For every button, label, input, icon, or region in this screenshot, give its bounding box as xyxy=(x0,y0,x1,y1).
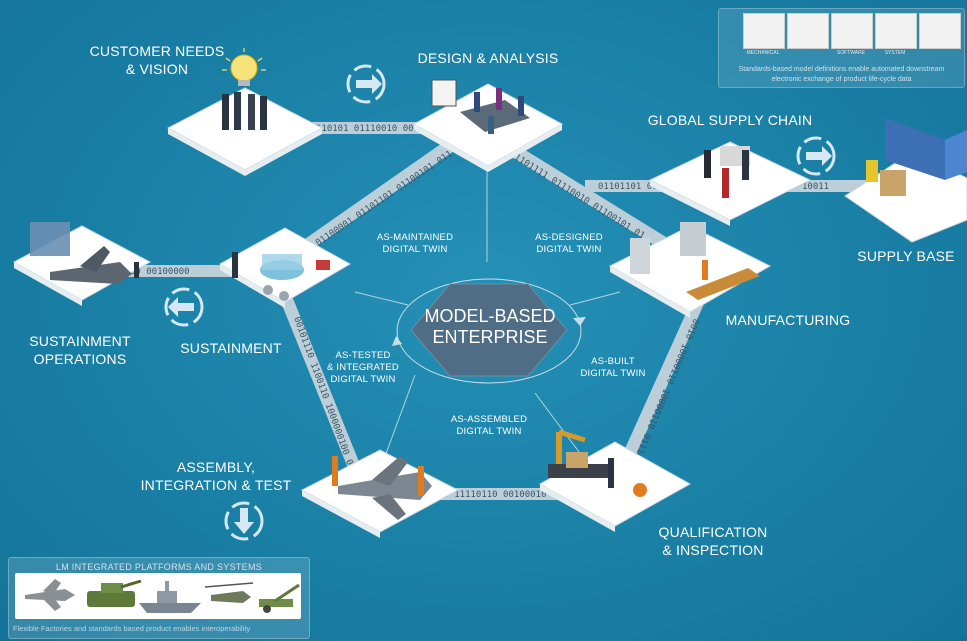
caption-software: SOFTWARE xyxy=(836,50,866,56)
twin-tested-line3: DIGITAL TWIN xyxy=(330,374,396,385)
design-scene xyxy=(431,79,530,134)
caption-mechanical: MECHANICAL xyxy=(746,50,780,56)
model-definitions-text: Standards-based model definitions enable… xyxy=(721,65,962,85)
platform-qualification xyxy=(538,441,692,527)
hub-label: MODEL-BASED ENTERPRISE xyxy=(410,306,570,348)
binary-sustain: 00 00100000 xyxy=(130,267,190,277)
platform-customer xyxy=(166,87,324,171)
binary-bottom: 10 11110110 00100010 xyxy=(438,490,546,500)
caption-system: SYSTEM xyxy=(884,50,906,56)
label-global-supply-chain: GLOBAL SUPPLY CHAIN xyxy=(647,112,813,128)
binary-supply-base: 10011 xyxy=(802,182,829,192)
tank-icon xyxy=(87,591,135,607)
cycle-icon-supply xyxy=(796,136,836,176)
label-sustainment-operations: SUSTAINMENT OPERATIONS xyxy=(20,332,140,368)
jet-icon xyxy=(50,262,132,284)
label-sustainment-ops-line1: SUSTAINMENT xyxy=(29,333,131,349)
cycle-icon-assembly xyxy=(224,501,264,541)
label-manufacturing: MANUFACTURING xyxy=(725,312,851,328)
jet-icon xyxy=(338,472,432,500)
twin-maintained-line2: DIGITAL TWIN xyxy=(382,244,448,255)
assembly-scene xyxy=(332,456,432,520)
twin-built-line1: AS-BUILT xyxy=(591,356,635,367)
band-left-lower xyxy=(280,296,368,488)
band-left-upper xyxy=(292,132,470,254)
hub-label-line1: MODEL-BASED xyxy=(424,306,556,326)
twin-as-built: AS-BUILT DIGITAL TWIN xyxy=(568,356,658,380)
binary-top: 110101 01110010 0010 xyxy=(316,124,424,134)
label-customer-line2: & VISION xyxy=(125,61,189,77)
cycle-icon-top xyxy=(346,64,386,104)
model-definitions-line2: electronic exchange of product life-cycl… xyxy=(771,76,912,83)
label-qualification-line1: QUALIFICATION xyxy=(658,524,768,540)
model-definitions-line1: Standards-based model definitions enable… xyxy=(738,66,945,73)
qualification-scene xyxy=(548,429,647,497)
label-assembly-line1: ASSEMBLY, xyxy=(176,459,256,475)
binary-supply: 01101101 00 xyxy=(598,182,658,192)
band-right-upper xyxy=(484,132,700,266)
label-sustainment-ops-line2: OPERATIONS xyxy=(33,351,127,367)
label-sustainment: SUSTAINMENT xyxy=(180,340,282,356)
label-assembly-line2: INTEGRATION & TEST xyxy=(140,477,292,493)
band-sustain xyxy=(110,265,250,277)
twin-designed-line2: DIGITAL TWIN xyxy=(536,244,602,255)
twin-built-line2: DIGITAL TWIN xyxy=(580,368,646,379)
twin-as-designed: AS-DESIGNED DIGITAL TWIN xyxy=(524,232,614,256)
sustainment-scene xyxy=(232,252,330,301)
manufacturing-scene xyxy=(630,222,760,300)
label-qualification-line2: & INSPECTION xyxy=(662,542,764,558)
supply-scene xyxy=(704,146,750,198)
twin-as-tested: AS-TESTED & INTEGRATED DIGITAL TWIN xyxy=(318,350,408,386)
label-assembly: ASSEMBLY, INTEGRATION & TEST xyxy=(136,458,296,494)
binary-left-lower: 00101110 1100110 1000000100 0 xyxy=(291,316,354,467)
twin-as-assembled: AS-ASSEMBLED DIGITAL TWIN xyxy=(444,414,534,438)
hub-hexagon xyxy=(410,283,568,377)
twin-as-maintained: AS-MAINTAINED DIGITAL TWIN xyxy=(370,232,460,256)
gear-detail-icon xyxy=(787,13,829,49)
platforms-strip xyxy=(15,573,301,619)
twin-designed-line1: AS-DESIGNED xyxy=(535,232,603,243)
code-icon xyxy=(831,13,873,49)
artillery-icon xyxy=(259,599,293,607)
label-customer-line1: CUSTOMER NEEDS xyxy=(89,43,225,59)
twin-maintained-line1: AS-MAINTAINED xyxy=(376,232,454,243)
twin-tested-line2: & INTEGRATED xyxy=(327,362,399,373)
band-right-lower xyxy=(610,300,704,486)
platforms-panel-text: Flexible Factories and standards based p… xyxy=(13,624,251,633)
aircraft-icon xyxy=(25,589,75,601)
label-customer-needs: CUSTOMER NEEDS & VISION xyxy=(72,42,242,78)
label-design-analysis: DESIGN & ANALYSIS xyxy=(417,50,559,66)
system-diagram-icon xyxy=(875,13,917,49)
twin-assembled-line1: AS-ASSEMBLED xyxy=(450,414,528,425)
customer-scene xyxy=(222,48,267,130)
cycle-icon-sustain xyxy=(164,287,204,327)
label-supply-base: SUPPLY BASE xyxy=(857,248,955,264)
truck-scene xyxy=(866,118,967,196)
platforms-panel-title: LM INTEGRATED PLATFORMS AND SYSTEMS xyxy=(55,562,263,572)
gear-icon xyxy=(743,13,785,49)
twin-tested-line1: AS-TESTED xyxy=(335,350,391,361)
twin-assembled-line2: DIGITAL TWIN xyxy=(456,426,522,437)
aircraft-icon xyxy=(919,13,961,49)
binary-right-lower: 0010 10000110 10000110 01110 xyxy=(632,317,700,461)
helicopter-icon xyxy=(211,591,251,603)
hub-orbit xyxy=(396,278,582,384)
label-qualification: QUALIFICATION & INSPECTION xyxy=(648,523,778,559)
sustainment-ops-scene xyxy=(30,222,139,284)
platforms-panel: LM INTEGRATED PLATFORMS AND SYSTEMS Flex… xyxy=(8,557,310,639)
binary-right-upper: 0 01101111 01110010 01100101 01 xyxy=(498,144,646,241)
model-definitions-panel: MECHANICAL SOFTWARE SYSTEM Standards-bas… xyxy=(718,8,965,88)
hub-label-line2: ENTERPRISE xyxy=(432,327,548,347)
ship-icon xyxy=(139,603,201,613)
